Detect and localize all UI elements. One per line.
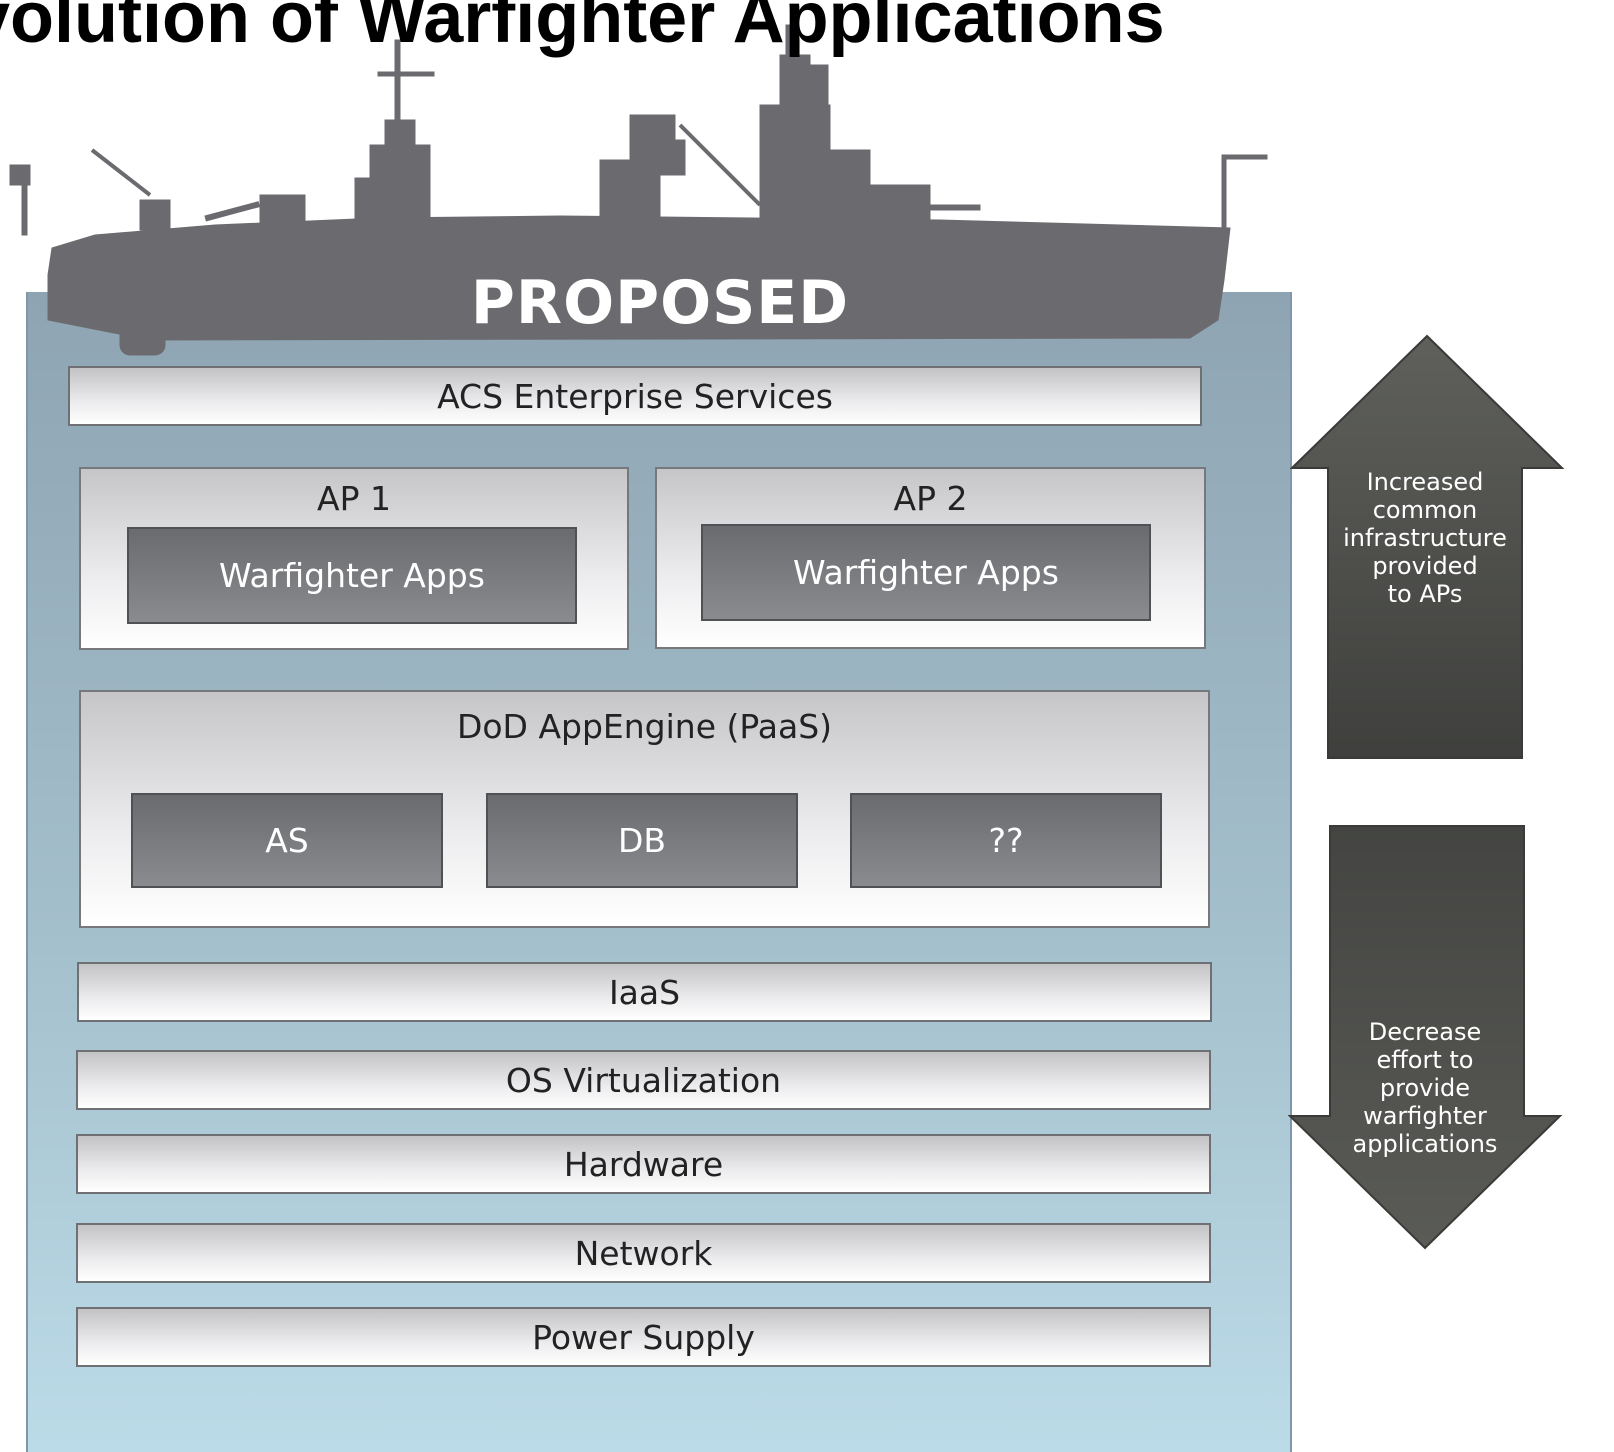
- network-layer: Network: [76, 1223, 1211, 1283]
- ap2-title: AP 2: [893, 479, 968, 518]
- down-arrow-icon: [1288, 825, 1563, 1250]
- ap2-panel: AP 2 Warfighter Apps: [655, 467, 1206, 649]
- up-arrow-line: Increased: [1366, 468, 1484, 496]
- ap2-warfighter-apps: Warfighter Apps: [701, 524, 1151, 621]
- up-arrow-line: provided: [1372, 552, 1478, 580]
- proposed-label: PROPOSED: [470, 268, 850, 338]
- down-arrow-line: Decrease: [1368, 1018, 1482, 1046]
- up-arrow-label: Increased common infrastructure provided…: [1330, 468, 1520, 608]
- power-supply-layer: Power Supply: [76, 1307, 1211, 1367]
- down-arrow-line: warfighter: [1363, 1102, 1487, 1130]
- dod-appengine-title: DoD AppEngine (PaaS): [456, 707, 833, 746]
- os-virtualization-layer: OS Virtualization: [76, 1050, 1211, 1110]
- down-arrow-line: applications: [1352, 1130, 1498, 1158]
- down-arrow-line: effort to: [1376, 1046, 1474, 1074]
- dod-appengine-panel: DoD AppEngine (PaaS) AS DB ??: [79, 690, 1210, 928]
- battleship-silhouette-icon: [9, 24, 1268, 356]
- up-arrow-line: infrastructure: [1343, 524, 1507, 552]
- hardware-layer: Hardware: [76, 1134, 1211, 1194]
- down-arrow-line: provide: [1379, 1074, 1471, 1102]
- ap1-title: AP 1: [317, 479, 391, 518]
- up-arrow-line: to APs: [1387, 580, 1463, 608]
- appengine-component-db: DB: [486, 793, 798, 888]
- slide-title: volution of Warfighter Applications: [0, 0, 1165, 58]
- appengine-component-as: AS: [131, 793, 443, 888]
- appengine-component-unknown: ??: [850, 793, 1162, 888]
- ap1-panel: AP 1 Warfighter Apps: [79, 467, 629, 650]
- down-arrow-label: Decrease effort to provide warfighter ap…: [1330, 1018, 1520, 1158]
- acs-enterprise-services-layer: ACS Enterprise Services: [68, 366, 1202, 426]
- up-arrow-icon: [1290, 334, 1565, 759]
- up-arrow-line: common: [1372, 496, 1478, 524]
- ap1-warfighter-apps: Warfighter Apps: [127, 527, 577, 624]
- iaas-layer: IaaS: [77, 962, 1212, 1022]
